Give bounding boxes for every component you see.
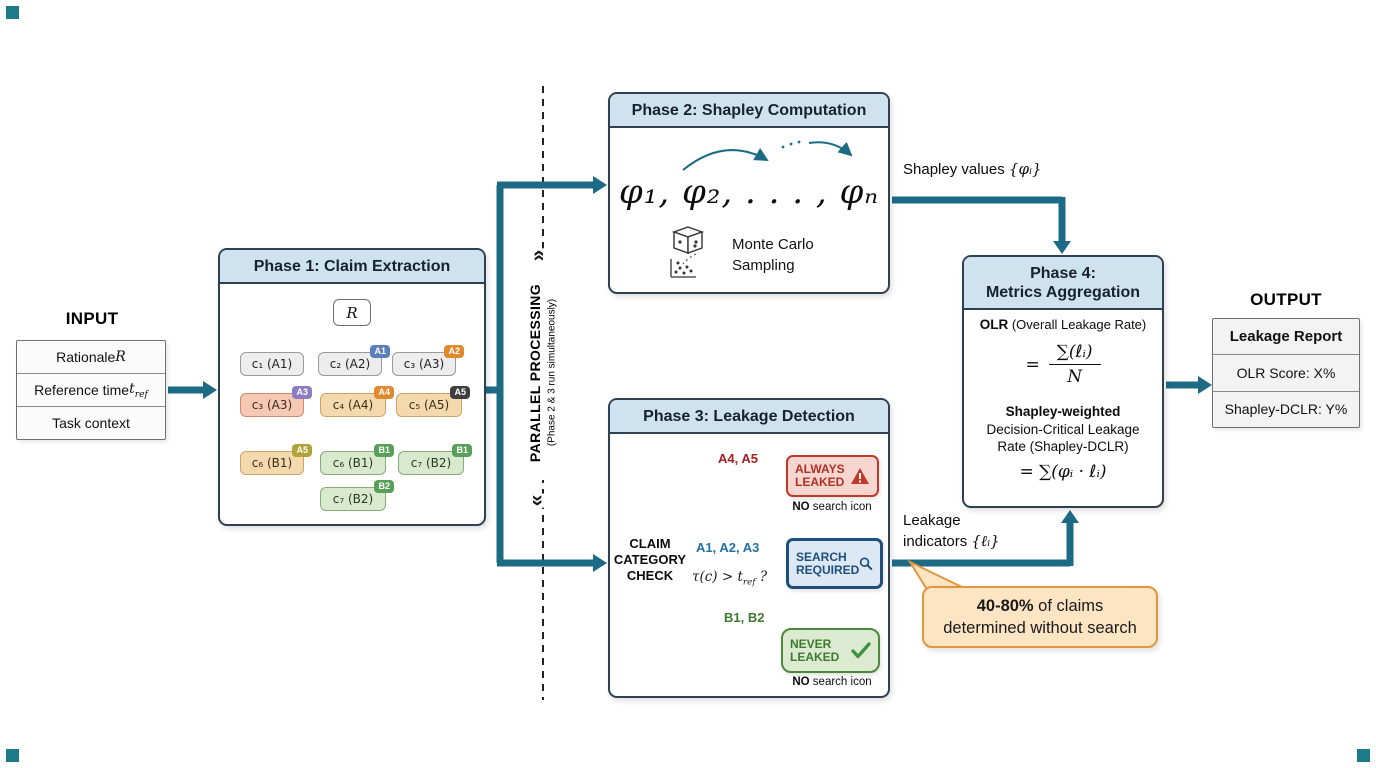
output-label: OUTPUT: [1250, 290, 1322, 309]
phase1-title: Phase 1: Claim Extraction: [220, 250, 484, 284]
equals-sign: =: [1025, 354, 1040, 375]
flow-arrows: [168, 181, 1198, 567]
claim-chip-c3a: c₃ (A3) A2: [392, 345, 464, 376]
claim-badge: A2: [444, 345, 464, 358]
branch-condition-label: τ(c) > tref ?: [692, 569, 768, 588]
claim-category-check-label: CLAIM CATEGORY CHECK: [613, 536, 687, 583]
always-leaked-box: ALWAYS LEAKED: [786, 455, 879, 497]
claim-badge: A5: [450, 386, 470, 399]
phase2-box: Phase 2: Shapley Computation: [608, 92, 890, 294]
phase2-formula: φ₁, φ₂, . . . , φₙ: [618, 172, 880, 212]
claim-badge: B1: [374, 444, 394, 457]
claim-chip-label: c₅ (A5): [408, 398, 450, 412]
claim-chip-c6a: c₆ (B1) A5: [240, 444, 312, 475]
corner-mark-bottom-left: [6, 749, 19, 762]
claim-chip-c3b: c₃ (A3) A3: [240, 386, 312, 417]
chevron-up-icon: »: [525, 248, 551, 263]
claim-chip-label: c₁ (A1): [251, 357, 293, 371]
olr-label: OLR (Overall Leakage Rate): [979, 317, 1147, 332]
shapley-weighted-label: Shapley-weighted: [1005, 404, 1121, 419]
input-reftime-text: Reference time: [34, 382, 130, 398]
output-box: Leakage Report OLR Score: X% Shapley-DCL…: [1212, 318, 1360, 428]
claim-badge: A5: [292, 444, 312, 457]
claim-chip-label: c₄ (A4): [332, 398, 374, 412]
leakage-indicators-edge-label: Leakage indicators {ℓᵢ}: [903, 512, 1000, 550]
claim-chip-c5: c₅ (A5) A5: [396, 386, 470, 417]
parallel-processing-sublabel: (Phase 2 & 3 run simultaneously): [546, 266, 560, 479]
branch-label-b1-b2: B1, B2: [724, 610, 765, 625]
parallel-processing-label: PARALLEL PROCESSING: [527, 266, 545, 480]
claim-chip-c1: c₁ (A1): [240, 352, 304, 376]
claim-badge: A4: [374, 386, 394, 399]
claim-chip-label: c₂ (A2): [329, 357, 371, 371]
never-leaked-box: NEVER LEAKED: [781, 628, 880, 673]
input-row-reftime: Reference time tref: [17, 374, 165, 407]
claim-chip-label: c₆ (B1): [332, 456, 374, 470]
input-row-task-context: Task context: [52, 415, 130, 431]
claim-chip-label: c₃ (A3): [251, 398, 293, 412]
claim-chip-c4: c₄ (A4) A4: [320, 386, 394, 417]
phase2-title: Phase 2: Shapley Computation: [610, 94, 888, 128]
chevron-down-icon: »: [525, 493, 551, 508]
claim-badge: A3: [292, 386, 312, 399]
claim-chip-label: c₃ (A3): [403, 357, 445, 371]
search-required-label: SEARCH REQUIRED: [796, 549, 860, 577]
output-row-dclr: Shapley-DCLR: Y%: [1224, 401, 1348, 418]
input-label: INPUT: [65, 309, 119, 328]
claim-root-node: R: [333, 299, 371, 326]
search-icon: [860, 557, 873, 571]
input-row-rationale: Rationale R: [17, 341, 165, 374]
monte-carlo-icon: [670, 226, 705, 278]
claim-root-label: R: [346, 303, 358, 322]
claim-chip-label: c₆ (B1): [251, 456, 293, 470]
olr-denominator: N: [1067, 367, 1083, 387]
dclr-label-line3: Rate (Shapley-DCLR): [997, 439, 1129, 454]
claim-chip-c7b: c₇ (B2) B2: [320, 480, 394, 511]
never-leaked-label: NEVER LEAKED: [790, 636, 840, 664]
input-box: Rationale R Reference time tref Task con…: [16, 340, 166, 440]
input-rationale-text: Rationale: [56, 349, 116, 365]
flow-arrowheads: [203, 176, 1212, 572]
no-search-note-top: NO search icon: [792, 501, 872, 513]
no-search-note-bottom: NO search icon: [792, 676, 872, 688]
claim-badge: A1: [370, 345, 390, 358]
check-icon: [851, 642, 871, 659]
claim-chip-c7a: c₇ (B2) B1: [398, 444, 472, 475]
shapley-values-edge-label: Shapley values {φᵢ}: [903, 160, 1042, 178]
corner-mark-top-left: [6, 6, 19, 19]
claim-chip-c6b: c₆ (B1) B1: [320, 444, 394, 475]
dclr-formula: = ∑(φᵢ · ℓᵢ): [1019, 462, 1107, 482]
branch-label-a1-a2-a3: A1, A2, A3: [696, 540, 760, 555]
branch-label-a4-a5: A4, A5: [718, 451, 758, 466]
phase1-box: Phase 1: Claim Extraction: [218, 248, 486, 526]
claim-chip-label: c₇ (B2): [410, 456, 452, 470]
claim-chip-c2: c₂ (A2) A1: [318, 345, 390, 376]
input-reftime-var: tref: [129, 380, 148, 400]
claim-badge: B2: [374, 480, 394, 493]
olr-numerator: ∑(ℓᵢ): [1048, 342, 1101, 365]
input-rationale-var: R: [115, 349, 126, 365]
always-leaked-label: ALWAYS LEAKED: [795, 462, 845, 489]
monte-carlo-label: Monte Carlo Sampling: [732, 236, 814, 274]
phase4-box: Phase 4: Metrics Aggregation: [962, 255, 1164, 508]
phase3-title: Phase 3: Leakage Detection: [610, 400, 888, 434]
claim-chip-label: c₇ (B2): [332, 492, 374, 506]
olr-formula: = ∑(ℓᵢ) N: [986, 342, 1140, 387]
dclr-label-line2: Decision-Critical Leakage: [986, 422, 1140, 437]
phase4-title: Phase 4: Metrics Aggregation: [964, 257, 1162, 310]
callout-bubble: 40-80% of claims determined without sear…: [922, 586, 1158, 648]
shapley-arcs-icon: [682, 140, 853, 171]
corner-mark-bottom-right: [1357, 749, 1370, 762]
warning-icon: [851, 468, 869, 484]
claim-badge: B1: [452, 444, 472, 457]
output-row-olr: OLR Score: X%: [1213, 355, 1359, 392]
output-row-report: Leakage Report: [1213, 319, 1359, 356]
search-required-box: SEARCH REQUIRED: [786, 538, 883, 589]
